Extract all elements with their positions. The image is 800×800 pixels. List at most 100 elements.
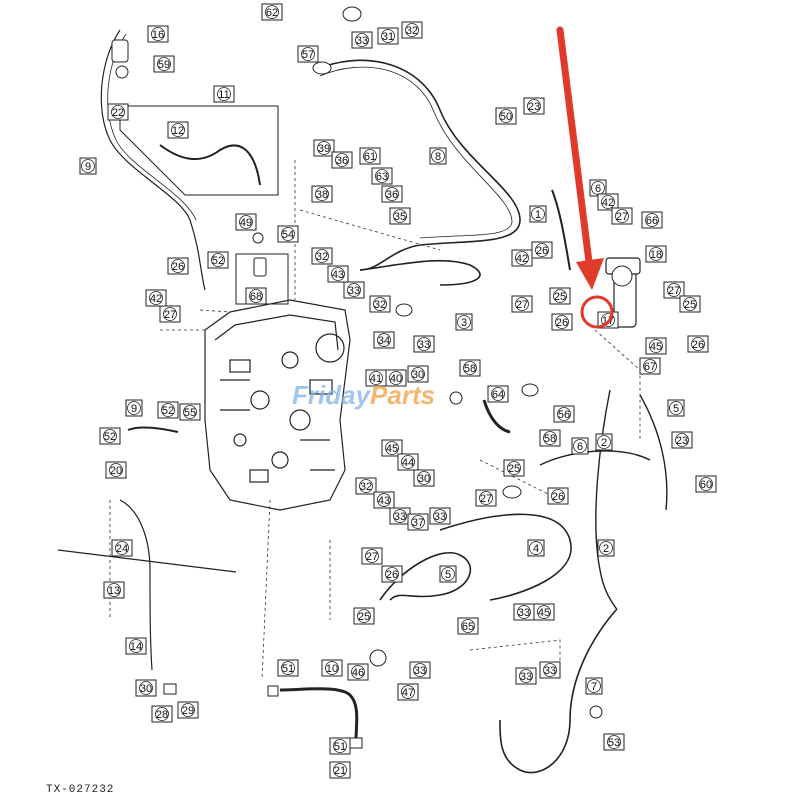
- callout-58: 58: [539, 429, 561, 447]
- highlight-part-17: [556, 26, 614, 329]
- callout-label: 10: [326, 663, 338, 675]
- callout-label: 27: [616, 211, 628, 223]
- callout-label: 45: [386, 443, 398, 455]
- callout-6: 6: [571, 437, 589, 455]
- callout-10: 10: [321, 659, 343, 677]
- hose-4: [439, 513, 572, 601]
- callout-label: 25: [358, 611, 370, 623]
- callout-label: 58: [464, 363, 476, 375]
- callout-label: 33: [544, 665, 556, 677]
- callout-29: 29: [177, 701, 199, 719]
- callout-label: 42: [602, 197, 614, 209]
- callout-label: 26: [692, 339, 704, 351]
- callout-62: 62: [261, 3, 283, 21]
- callout-label: 26: [536, 245, 548, 257]
- callout-label: 37: [412, 517, 424, 529]
- callout-label: 49: [240, 217, 252, 229]
- callout-40: 40: [385, 369, 407, 387]
- callout-label: 14: [130, 641, 142, 653]
- hose-11: [159, 144, 261, 186]
- callout-27: 27: [361, 547, 383, 565]
- callout-label: 3: [461, 317, 467, 329]
- callout-label: 58: [544, 433, 556, 445]
- callout-33: 33: [513, 603, 535, 621]
- hose-10: [279, 687, 359, 741]
- callout-label: 43: [332, 269, 344, 281]
- callout-label: 45: [538, 607, 550, 619]
- callout-21: 21: [329, 761, 351, 779]
- callout-label: 42: [150, 293, 162, 305]
- callout-label: 28: [156, 709, 168, 721]
- callout-26: 26: [167, 257, 189, 275]
- callout-label: 51: [282, 663, 294, 675]
- dipstick-13: [57, 549, 237, 573]
- callout-12: 12: [167, 121, 189, 139]
- callout-label: 26: [552, 491, 564, 503]
- callout-42: 42: [145, 289, 167, 307]
- hose-64: [482, 399, 511, 434]
- hose-8: [314, 59, 521, 271]
- callout-label: 36: [386, 189, 398, 201]
- callout-42: 42: [511, 249, 533, 267]
- hose-7: [499, 609, 617, 774]
- callout-56: 56: [553, 405, 575, 423]
- callout-label: 52: [162, 405, 174, 417]
- callout-label: 34: [378, 335, 390, 347]
- callout-53: 53: [603, 733, 625, 751]
- callout-9: 9: [125, 399, 143, 417]
- callout-1: 1: [529, 205, 547, 223]
- callout-61: 61: [359, 147, 381, 165]
- callout-label: 45: [650, 341, 662, 353]
- callout-38: 38: [311, 185, 333, 203]
- callout-label: 68: [250, 291, 262, 303]
- callout-28: 28: [151, 705, 173, 723]
- callout-label: 65: [462, 621, 474, 633]
- callout-20: 20: [105, 461, 127, 479]
- callout-label: 23: [676, 435, 688, 447]
- callout-43: 43: [373, 491, 395, 509]
- callout-label: 2: [603, 543, 609, 555]
- callout-23: 23: [671, 431, 693, 449]
- callout-label: 5: [445, 569, 451, 581]
- tube-9: [100, 29, 206, 291]
- callout-label: 24: [116, 543, 128, 555]
- valve-body: [204, 299, 351, 511]
- hoses: [100, 29, 668, 774]
- callout-label: 11: [218, 89, 229, 101]
- callout-label: 54: [282, 229, 294, 241]
- callout-8: 8: [429, 147, 447, 165]
- callout-45: 45: [645, 337, 667, 355]
- callout-49: 49: [235, 213, 257, 231]
- callout-9: 9: [79, 157, 97, 175]
- callout-31: 31: [377, 27, 399, 45]
- callout-30: 30: [135, 679, 157, 697]
- callout-label: 52: [212, 255, 224, 267]
- callout-33: 33: [413, 335, 435, 353]
- callout-label: 26: [172, 261, 184, 273]
- callout-label: 40: [390, 373, 402, 385]
- callout-30: 30: [407, 365, 429, 383]
- callout-63: 63: [371, 167, 393, 185]
- callout-label: 32: [374, 299, 386, 311]
- callout-64: 64: [487, 385, 509, 403]
- callout-25: 25: [353, 607, 375, 625]
- callout-25: 25: [503, 459, 525, 477]
- callout-57: 57: [297, 45, 319, 63]
- callout-label: 25: [554, 291, 566, 303]
- callout-label: 30: [140, 683, 152, 695]
- hose-1: [551, 189, 571, 271]
- callout-32: 32: [311, 247, 333, 265]
- callout-label: 9: [85, 161, 91, 173]
- callout-26: 26: [531, 241, 553, 259]
- callout-label: 33: [518, 607, 530, 619]
- callout-3: 3: [455, 313, 473, 331]
- tube-14: [119, 499, 153, 671]
- callout-27: 27: [475, 489, 497, 507]
- callout-36: 36: [331, 151, 353, 169]
- callout-24: 24: [111, 539, 133, 557]
- watermark-right: Parts: [370, 380, 436, 410]
- callout-label: 32: [360, 481, 372, 493]
- callout-label: 7: [591, 681, 597, 693]
- callout-18: 18: [645, 245, 667, 263]
- callout-label: 55: [184, 407, 196, 419]
